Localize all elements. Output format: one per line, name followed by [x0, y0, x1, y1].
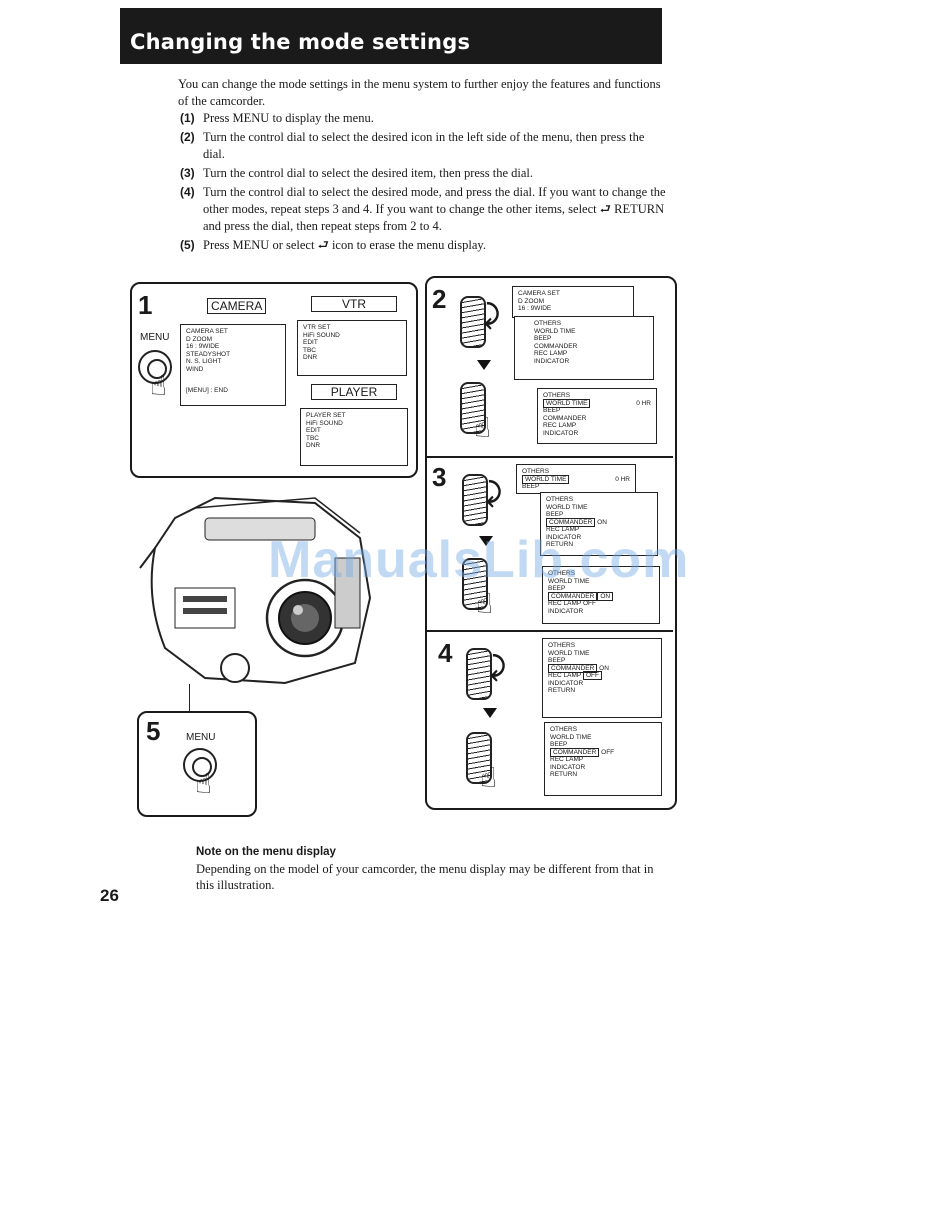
others-menu: OTHERS WORLD TIME 0 HR BEEP COMMANDER RE…	[537, 388, 657, 444]
rotate-arrow-icon: ⤸	[484, 300, 500, 330]
camera-label: CAMERA	[207, 298, 267, 314]
menu-button-icon	[183, 748, 217, 782]
vtr-set-menu: VTR SET HiFi SOUND EDIT TBC DNR	[297, 320, 407, 376]
step-item: (1)Press MENU to display the menu.	[180, 111, 374, 125]
note-title: Note on the menu display	[196, 846, 336, 858]
control-dial-icon	[460, 296, 486, 348]
camera-set-menu: CAMERA SET D ZOOM 16 : 9WIDE STEADYSHOT …	[180, 324, 286, 406]
rotate-arrow-icon: ⤸	[486, 478, 502, 508]
control-dial-icon	[462, 474, 488, 526]
note-text: Depending on the model of your camcorder…	[196, 862, 654, 892]
control-dial-icon	[462, 558, 488, 610]
figure-panel-step5	[137, 711, 257, 817]
step-item: (4)Turn the control dial to select the d…	[180, 185, 666, 233]
control-dial-icon	[466, 648, 492, 700]
step-list: (1)Press MENU to display the menu. (2)Tu…	[178, 110, 668, 256]
step-item: (3)Turn the control dial to select the d…	[180, 166, 534, 180]
step-number-3: 3	[432, 462, 447, 492]
menu-button-label: MENU	[186, 732, 216, 743]
intro-paragraph: You can change the mode settings in the …	[178, 77, 661, 108]
camera-set-menu: CAMERA SET D ZOOM 16 : 9WIDE	[512, 286, 634, 318]
others-menu: OTHERS WORLD TIME BEEP COMMANDER OFF REC…	[544, 722, 662, 796]
arrow-down-icon	[477, 360, 491, 370]
camcorder-illustration	[139, 496, 372, 685]
title-bar	[120, 8, 662, 64]
menu-button-icon	[138, 350, 172, 384]
others-submenu: OTHERS WORLD TIME BEEP COMMANDER ON REC …	[540, 492, 658, 556]
step-item: (2)Turn the control dial to select the d…	[180, 130, 645, 161]
page-title: Changing the mode settings	[130, 30, 471, 54]
rotate-arrow-icon: ⤸	[490, 652, 506, 682]
control-dial-icon	[466, 732, 492, 784]
panel-divider	[427, 456, 673, 458]
step-number-1: 1	[138, 290, 153, 320]
arrow-down-icon	[479, 536, 493, 546]
page-number: 26	[100, 886, 119, 905]
hand-icon: ☝	[480, 761, 498, 794]
panel-divider	[427, 630, 673, 632]
step-item: (5)Press MENU or select ⮐ icon to erase …	[180, 238, 486, 252]
arrow-down-icon	[483, 708, 497, 718]
menu-button-label: MENU	[140, 332, 170, 343]
player-label: PLAYER	[311, 384, 397, 400]
leader-line	[189, 684, 190, 712]
hand-icon: ☝	[476, 587, 494, 620]
step-number-4: 4	[438, 638, 453, 668]
watermark: ManualsLib.com	[268, 531, 690, 589]
others-menu: OTHERS WORLD TIME 0 HR BEEP	[516, 464, 636, 494]
hand-icon: ☝	[150, 369, 168, 402]
vtr-label: VTR	[311, 296, 397, 312]
others-menu: OTHERS WORLD TIME BEEP COMMANDER ON REC …	[542, 638, 662, 718]
control-dial-icon	[460, 382, 486, 434]
others-submenu: OTHERS WORLD TIME BEEP COMMANDER REC LAM…	[514, 316, 654, 380]
hand-icon: ☝	[195, 767, 213, 800]
step-number-5: 5	[146, 716, 161, 746]
player-set-menu: PLAYER SET HiFi SOUND EDIT TBC DNR	[300, 408, 408, 466]
step-number-2: 2	[432, 284, 447, 314]
hand-icon: ☝	[474, 411, 492, 444]
